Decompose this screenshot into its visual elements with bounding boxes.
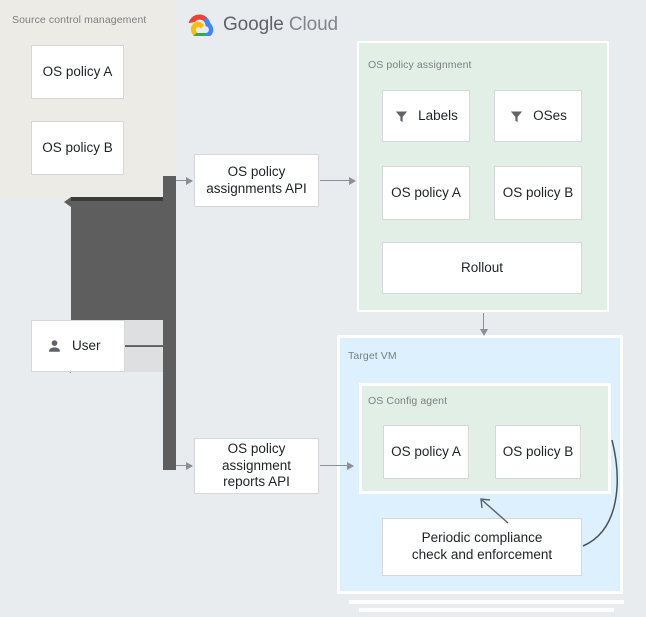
panel-title-source-control-management: Source control management [12,14,147,26]
api-label-line3: reports API [223,474,290,490]
box-oses-filter[interactable]: OSes [494,90,582,142]
box-os-policy-assignment-reports-api[interactable]: OS policy assignment reports API [194,438,319,494]
panel-title-os-policy-assignment: OS policy assignment [368,59,472,71]
panel-title-target-vm: Target VM [348,350,397,362]
box-user[interactable]: User [31,320,125,372]
google-cloud-wordmark: Google Cloud [223,14,338,36]
box-os-policy-assignments-api[interactable]: OS policy assignments API [194,154,319,207]
compliance-line2: check and enforcement [411,547,553,562]
api-label-line1: OS policy [227,440,286,456]
user-icon [46,338,63,355]
grey-tab-divider [125,345,165,347]
vm-stack-sheet-upper [349,600,624,604]
box-labels-filter[interactable]: Labels [382,90,470,142]
compliance-line1: Periodic compliance [421,530,543,546]
brand-google: Google [223,14,284,35]
box-agent-os-policy-b[interactable]: OS policy B [495,425,581,479]
box-periodic-compliance[interactable]: Periodic compliance check and enforcemen… [382,518,582,576]
box-label: User [72,337,101,353]
api-label-line1: OS policy [227,163,286,179]
google-cloud-brand: Google Cloud [188,14,338,38]
box-assignment-os-policy-b[interactable]: OS policy B [494,166,582,220]
google-cloud-logo-icon [188,14,214,38]
box-assignment-os-policy-a[interactable]: OS policy A [382,166,470,220]
connector-user-to-reports-api [176,460,193,472]
dark-vertical-bar [163,176,176,470]
api-label-line2: assignment [221,457,292,473]
box-rollout[interactable]: Rollout [382,242,582,294]
dark-block-notch-top-icon [64,197,71,207]
box-label: OS policy B [42,139,113,155]
box-label: OSes [533,107,567,123]
box-scm-os-policy-b[interactable]: OS policy B [31,121,124,175]
box-label: OS policy B [502,184,574,200]
box-label: OS policy A [391,443,461,459]
box-label: Rollout [460,259,504,275]
box-label: OS policy B [502,443,574,459]
grey-tab-upper [125,320,165,345]
connector-reports-api-to-target-vm [320,460,354,472]
vm-stack-sheet-lower [359,608,614,612]
box-agent-os-policy-a[interactable]: OS policy A [383,425,469,479]
api-label-line2: assignments API [206,180,307,196]
box-label: Labels [418,107,458,123]
box-scm-os-policy-a[interactable]: OS policy A [31,45,124,99]
brand-cloud: Cloud [288,14,339,35]
connector-assignment-panel-to-target-vm [478,313,490,336]
filter-icon [394,109,409,124]
grey-tab-lower [125,347,165,372]
panel-title-os-config-agent: OS Config agent [368,395,448,407]
box-label: OS policy A [391,184,461,200]
connector-user-to-assignments-api [176,175,193,187]
connector-assignments-api-to-assignment-panel [320,175,356,187]
box-label: OS policy A [42,63,113,79]
filter-icon [509,109,524,124]
